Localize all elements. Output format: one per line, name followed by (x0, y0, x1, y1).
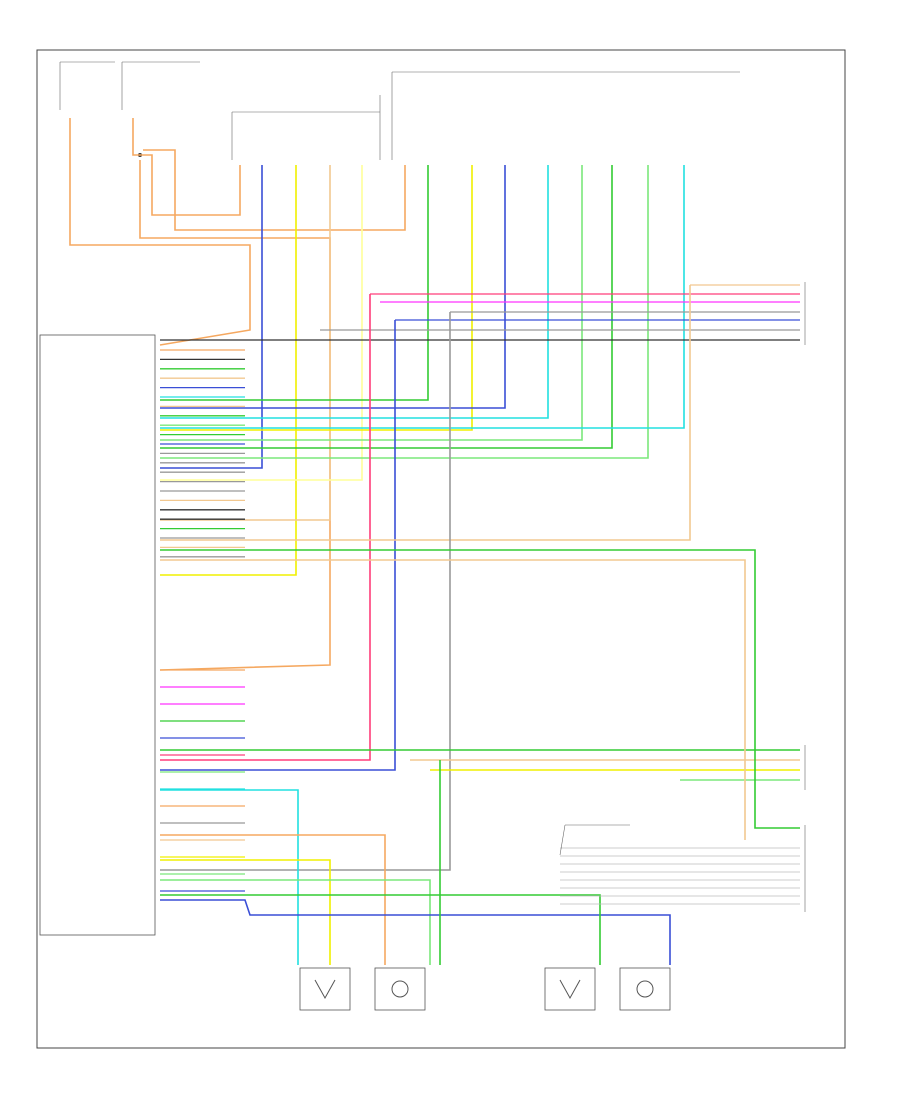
bottom-component-box (619, 967, 671, 1011)
motor-icon (391, 980, 409, 998)
sensor-icon (559, 979, 581, 1000)
wire-lightgreen-bottom (160, 879, 431, 965)
bottom-component-box (374, 967, 426, 1011)
lumbar-switch (231, 95, 381, 160)
wire-tan-long (160, 559, 746, 840)
wire-tan-down (160, 285, 691, 541)
wire-harness (69, 118, 800, 965)
wire-green-memory-2 (160, 165, 613, 449)
wire-blue-memory (160, 165, 506, 409)
motor-icon (636, 980, 654, 998)
bottom-component-motor (374, 967, 426, 1011)
wire-cyan-bottom (160, 789, 299, 965)
wire-orange-feed-2 (132, 118, 241, 216)
wire-tan-lumbar (160, 165, 331, 521)
bottom-component-motor (619, 967, 671, 1011)
wire-green-bottom (160, 894, 601, 965)
wire-green-long (160, 549, 800, 829)
ecm-module-box (39, 334, 156, 936)
wire-lightgreen-memory-2 (160, 165, 649, 459)
wire-yellow-lumbar (160, 165, 297, 576)
bottom-component-box (544, 967, 596, 1011)
wire-blue-down (160, 320, 396, 771)
wire-lightgreen-memory (160, 165, 583, 441)
wire-orange-feed-1 (69, 118, 251, 346)
wire-cyan-memory-2 (160, 165, 685, 429)
wire-blue-lumbar (160, 165, 263, 469)
wire-green-memory-1 (160, 165, 429, 401)
left-seat-harness (559, 824, 630, 856)
wire-yellow-memory (160, 165, 473, 431)
wire-cyan-memory (160, 165, 549, 419)
wire-lightyellow-lumbar (160, 165, 363, 481)
wire-yellow-bottom (160, 859, 331, 965)
wire-orange-feed-3 (143, 149, 406, 231)
wire-pink-down (160, 294, 371, 761)
ecm-pins (160, 349, 245, 892)
wire-gray-down (160, 312, 451, 871)
diagram-frame (36, 49, 846, 1049)
fuse-block (59, 61, 200, 157)
bottom-components (299, 967, 671, 1011)
bottom-component-sensor (544, 967, 596, 1011)
wire-blue-bottom (160, 899, 671, 965)
bottom-component-sensor (299, 967, 351, 1011)
wire-orange-feed-4 (139, 160, 331, 671)
wire-orange-bottom (160, 834, 386, 965)
memory-switch-group (391, 71, 740, 160)
sensor-icon (314, 979, 336, 1000)
bottom-component-box (299, 967, 351, 1011)
